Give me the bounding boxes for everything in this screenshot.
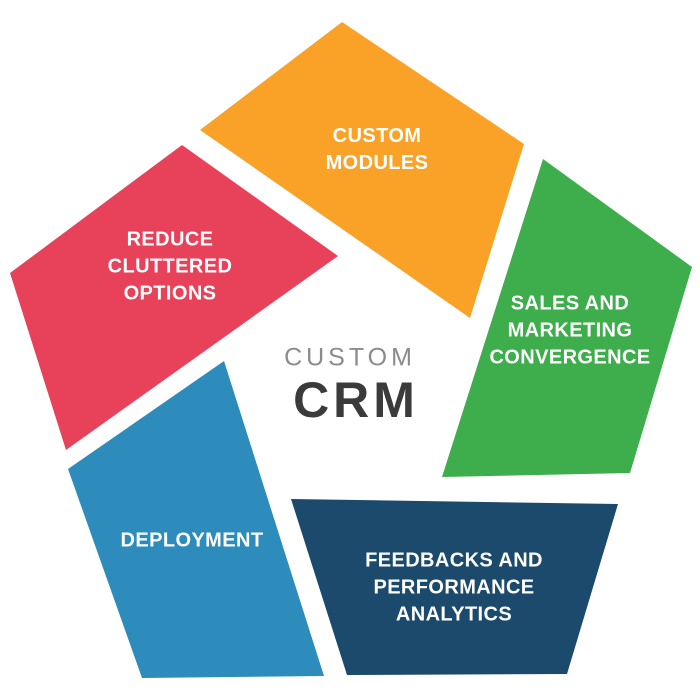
segment-feedbacks-and-performance-analytics-shape <box>291 499 618 675</box>
segment-custom-modules-shape <box>200 22 524 318</box>
segment-reduce-cluttered-options-shape <box>10 145 338 450</box>
center-title: CRM <box>293 372 419 428</box>
center-subtitle: CUSTOM <box>284 343 416 372</box>
segment-deployment-shape <box>68 361 324 678</box>
segment-sales-and-marketing-convergence-shape <box>442 159 692 477</box>
